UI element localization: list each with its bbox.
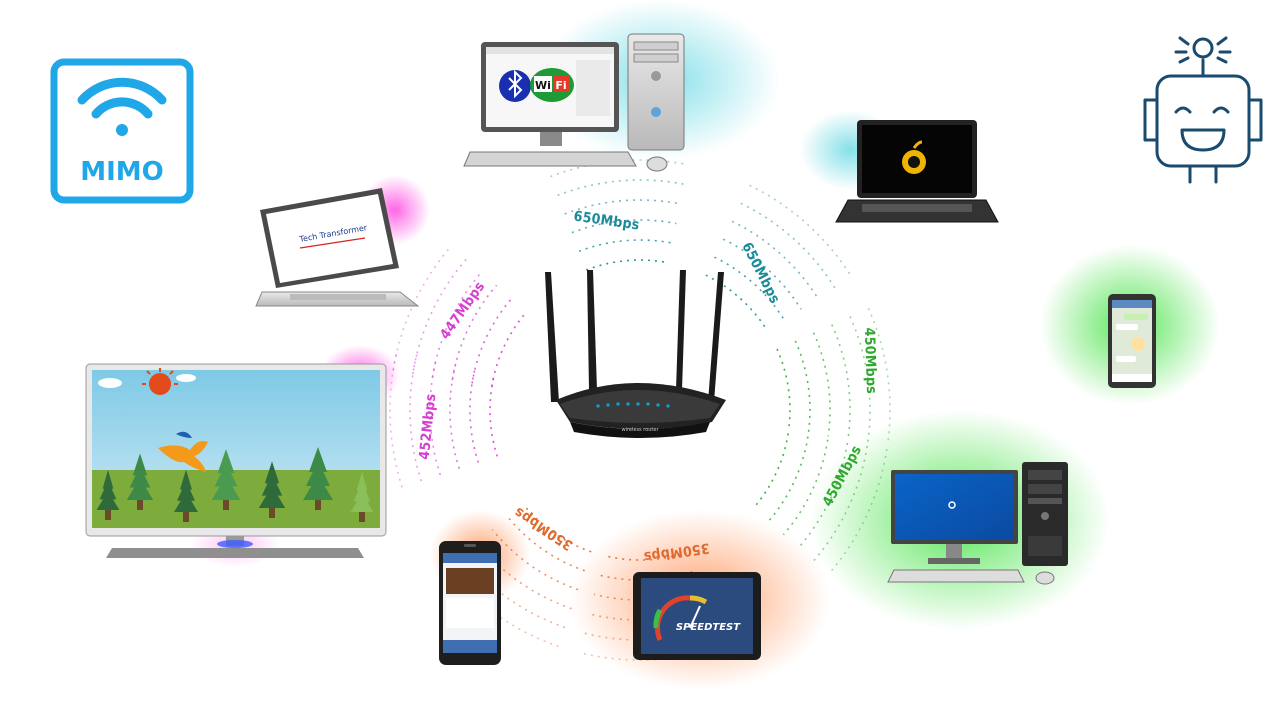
smartphone-chat [1108,294,1156,388]
signal-arc [578,239,673,253]
rate-label-tv: 452Mbps [417,393,440,461]
desktop-computer-top: Wi Fi [463,33,685,172]
speedtest-label: SPEEDTEST [676,622,741,633]
forest [96,447,374,522]
signal-arc [705,274,768,331]
signal-arc [460,554,566,629]
signal-arc [550,159,688,178]
tree-icon [350,471,374,522]
sun-icon [142,368,178,395]
signal-arc [794,340,811,434]
signal-arc [585,259,669,271]
signal-arc [603,551,687,561]
signal-arc [812,445,868,562]
signal-arc [797,442,849,549]
tablet-speedtest: SPEEDTEST [633,572,761,660]
tree-icon [211,449,241,510]
signal-arc [557,179,685,197]
router-icon: wireless router [545,270,726,438]
signal-arc [749,184,853,278]
signal-arc [828,448,888,575]
wifi-logo-wi: Wi [535,79,551,92]
mimo-badge: MIMO [50,58,194,204]
wifi-icon [77,77,167,136]
laptop-macbook [835,120,999,223]
television [85,363,387,558]
tree-icon [258,461,286,518]
signal-arc [389,349,403,488]
signal-arc [714,256,785,321]
bluetooth-icon [499,69,531,102]
signal-arc [431,271,483,378]
wifi-logo-fi: Fi [555,79,566,92]
wifi-logo: Wi Fi [530,68,574,102]
rate-label-desktop-top: 650Mbps [573,208,641,233]
signal-arc [412,258,468,375]
robot-icon [1143,36,1263,184]
bird-icon [158,431,208,472]
signal-arc [564,199,681,215]
signal-arc [429,359,442,476]
loading-spinner-icon [948,501,956,509]
signal-arc [409,354,423,482]
signal-arc [469,368,480,463]
signal-arc [867,307,891,445]
rate-label-phone-chat: 450Mbps [861,327,879,394]
signal-arc [849,316,871,443]
signal-arc [589,608,706,621]
tree-icon [303,447,333,510]
signal-arc [471,297,513,384]
signal-arc [445,566,559,648]
signal-arc [731,220,819,300]
router-brand-text: wireless router [621,427,659,433]
signal-arc [491,311,528,387]
signal-arc [831,324,851,440]
smartphone-social [439,541,501,665]
signal-arc [489,373,499,457]
signal-arc [522,503,592,553]
signal-arc [507,516,585,572]
signal-arc [449,363,461,469]
laptop-left: Tech Transformer [255,188,420,307]
tree-icon [96,469,120,520]
rate-label-macbook: 650Mbps [738,240,782,306]
desktop-computer-windows [887,462,1068,585]
speedometer-icon [653,595,708,642]
signal-arc [767,436,809,523]
signal-arc [740,202,836,289]
signal-arc [812,332,831,437]
apple-logo-icon [902,140,926,174]
tree-icon [126,453,154,510]
tree-icon [174,469,198,522]
mimo-label: MIMO [80,157,164,187]
signal-arc [752,433,789,509]
signal-arc [392,245,452,372]
signal-arc [776,348,791,432]
